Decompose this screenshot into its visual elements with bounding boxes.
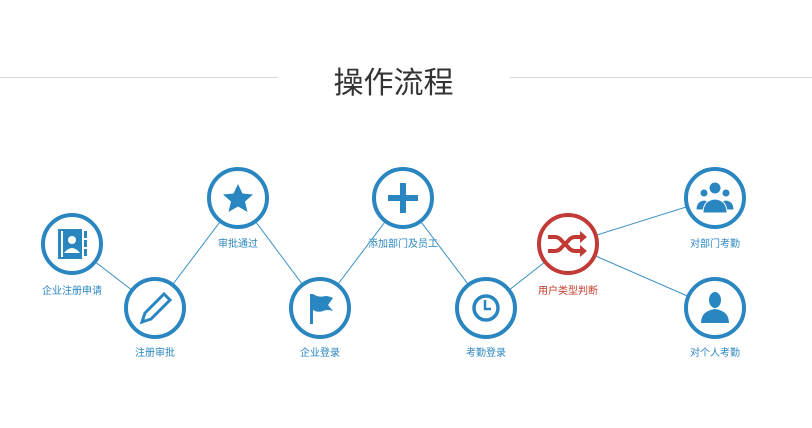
step-node-1[interactable]: 企业注册申请 <box>41 213 103 297</box>
step-node-8[interactable]: 对部门考勤 <box>684 167 746 250</box>
title-rule-right <box>510 77 812 78</box>
step-label: 对部门考勤 <box>690 237 740 250</box>
contact-book-icon <box>58 229 87 259</box>
step-node-9[interactable]: 对个人考勤 <box>684 277 746 359</box>
step-node-3[interactable]: 审批通过 <box>207 167 269 250</box>
title-rule-left <box>0 77 278 78</box>
flag-icon <box>310 294 333 324</box>
step-node-5[interactable]: 添加部门及员工 <box>368 167 438 250</box>
page-title: 操作流程 <box>333 66 454 101</box>
step-label: 注册审批 <box>135 346 175 359</box>
star-icon <box>223 184 253 212</box>
step-node-2[interactable]: 注册审批 <box>124 277 186 359</box>
step-label: 企业注册申请 <box>42 284 102 297</box>
step-label: 对个人考勤 <box>690 346 740 359</box>
step-node-7[interactable]: 用户类型判断 <box>537 213 599 297</box>
step-node-6[interactable]: 考勤登录 <box>455 277 517 359</box>
clock-icon <box>472 294 500 322</box>
step-label: 企业登录 <box>300 346 340 359</box>
step-label: 添加部门及员工 <box>368 237 438 250</box>
step-label: 考勤登录 <box>466 346 506 359</box>
group-icon <box>695 181 735 214</box>
plus-icon <box>388 183 418 213</box>
pencil-icon <box>139 291 173 325</box>
user-icon <box>701 292 729 323</box>
step-node-4[interactable]: 企业登录 <box>289 277 351 359</box>
shuffle-icon <box>548 231 587 257</box>
step-label: 审批通过 <box>218 237 258 250</box>
step-label: 用户类型判断 <box>538 284 598 297</box>
